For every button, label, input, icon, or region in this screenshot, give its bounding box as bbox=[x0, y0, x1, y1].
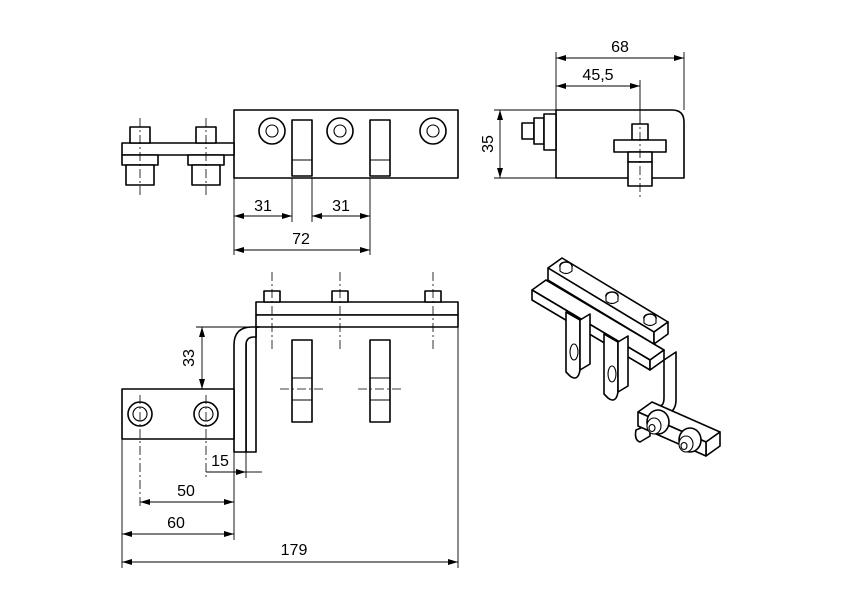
top-view-roller-left bbox=[121, 118, 159, 198]
iso-bolt-3 bbox=[643, 313, 657, 327]
top-view-arm bbox=[121, 142, 235, 156]
front-view-tab-right bbox=[358, 339, 402, 423]
dim-top-31-right: 31 bbox=[332, 198, 350, 215]
dim-side-68: 68 bbox=[611, 39, 629, 56]
front-view-tab-left bbox=[280, 339, 324, 423]
front-view-bolt-3 bbox=[424, 272, 442, 350]
side-view-bolt-left bbox=[521, 113, 557, 151]
dim-top-31-left: 31 bbox=[254, 198, 272, 215]
front-view-bolt-1 bbox=[263, 272, 281, 350]
top-view: 31 31 72 bbox=[121, 109, 459, 255]
top-view-hole-right bbox=[419, 117, 447, 145]
dim-front-50: 50 bbox=[177, 483, 195, 500]
front-view-bracket-vertical bbox=[245, 326, 260, 453]
side-view: 35 68 45,5 bbox=[480, 39, 685, 198]
front-view-top-bar bbox=[255, 301, 459, 316]
front-view-bolt-2 bbox=[331, 272, 349, 350]
front-view-top-bar-lower bbox=[255, 314, 459, 328]
top-view-hole-middle bbox=[326, 117, 354, 145]
dim-top-72: 72 bbox=[292, 231, 310, 248]
isometric-view bbox=[531, 257, 721, 457]
iso-lug-left bbox=[565, 311, 591, 379]
front-view-bracket-bend bbox=[233, 326, 257, 453]
top-view-block-left bbox=[291, 119, 313, 177]
dim-front-179: 179 bbox=[281, 542, 308, 559]
iso-bolt-2 bbox=[605, 291, 619, 305]
iso-roller-right bbox=[678, 427, 702, 453]
front-view: 33 15 50 60 179 bbox=[121, 272, 459, 568]
top-view-roller-right bbox=[187, 118, 225, 198]
dim-front-60: 60 bbox=[167, 515, 185, 532]
dim-side-35: 35 bbox=[480, 135, 497, 153]
side-view-bolt-right bbox=[613, 115, 667, 198]
dim-side-45-5: 45,5 bbox=[582, 67, 613, 84]
top-view-block-right bbox=[369, 119, 391, 177]
top-view-hole-left bbox=[258, 117, 286, 145]
iso-lug-right bbox=[603, 333, 629, 401]
dim-front-15: 15 bbox=[211, 453, 229, 470]
dim-front-33: 33 bbox=[181, 349, 198, 367]
iso-roller-left bbox=[646, 409, 670, 435]
iso-bolt-1 bbox=[559, 261, 573, 275]
